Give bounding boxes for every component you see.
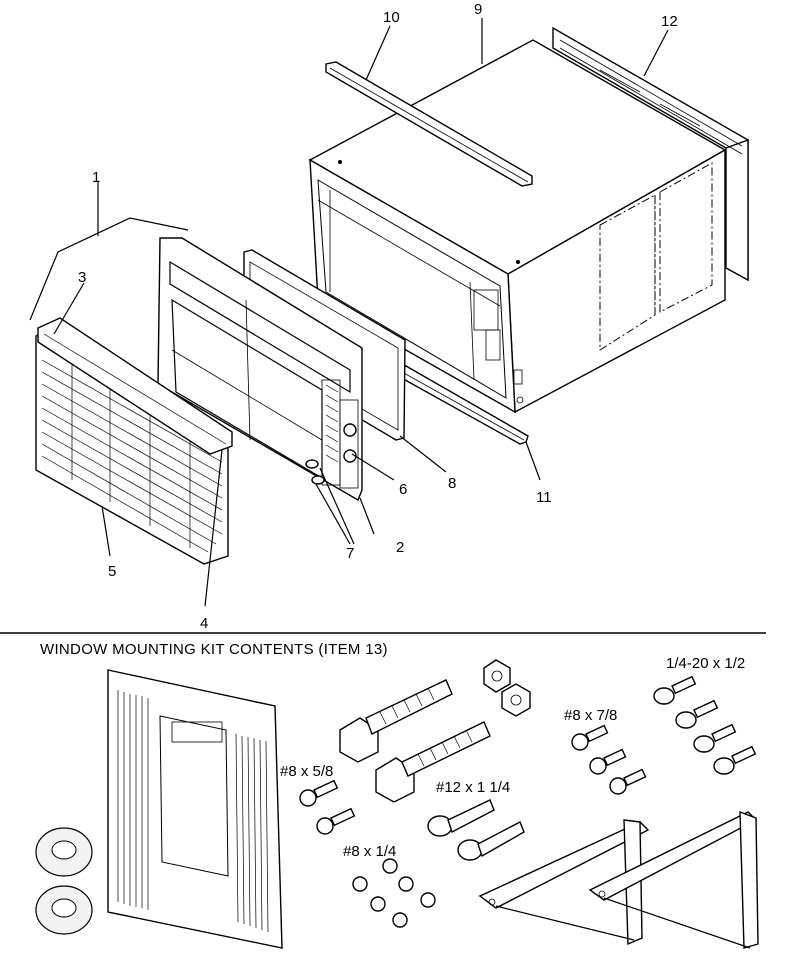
callout-5: 5: [108, 563, 116, 580]
callout-4: 4: [200, 615, 208, 632]
rear-panel-part: [552, 26, 749, 282]
callout-11: 11: [536, 489, 552, 506]
label-bolt-1-4-20: 1/4-20 x 1/2: [666, 655, 745, 672]
small-screws-part: [299, 675, 757, 928]
hex-nut-part: [483, 659, 531, 717]
callout-12: 12: [661, 13, 678, 30]
leader-lines: [29, 18, 669, 607]
cabinet-part: [308, 39, 727, 414]
callout-3: 3: [78, 269, 86, 286]
callout-1: 1: [92, 169, 100, 186]
label-screw-5-8: #8 x 5/8: [280, 763, 333, 780]
callout-6: 6: [399, 481, 407, 498]
callout-9: 9: [474, 1, 482, 18]
label-screw-12: #12 x 1 1/4: [436, 779, 510, 796]
callout-10: 10: [383, 9, 400, 26]
callout-7: 7: [346, 545, 354, 562]
machine-screw-part: [427, 799, 525, 861]
kit-title: WINDOW MOUNTING KIT CONTENTS (ITEM 13): [40, 641, 388, 658]
label-screw-1-4: #8 x 1/4: [343, 843, 396, 860]
hex-bolt-part: [339, 679, 491, 803]
louver-part: [37, 317, 233, 455]
callout-2: 2: [396, 539, 404, 556]
label-screw-7-8: #8 x 7/8: [564, 707, 617, 724]
callout-8: 8: [448, 475, 456, 492]
window-panel-part: [107, 669, 283, 949]
support-bracket-part: [478, 810, 759, 949]
foam-seal-part: [35, 827, 93, 935]
knob-small-part: [305, 459, 325, 485]
top-rail-part: [325, 61, 533, 187]
